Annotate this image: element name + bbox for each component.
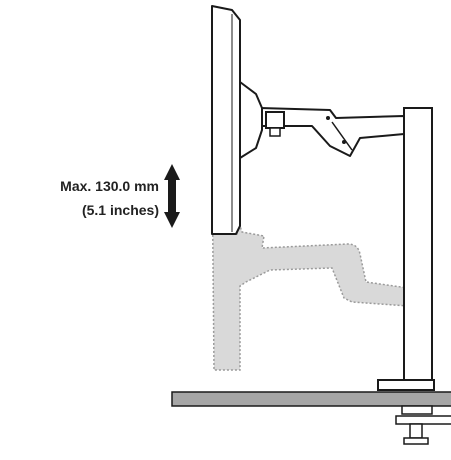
max-height-text: Max. 130.0 mm xyxy=(60,178,159,194)
inches-text: (5.1 inches) xyxy=(81,202,159,218)
monitor-arm xyxy=(259,107,405,157)
desk-clamp xyxy=(395,405,451,445)
desk xyxy=(171,391,451,407)
height-range-label: Max. 130.0 mm (5.1 inches) xyxy=(60,174,159,222)
double-vertical-arrow-icon xyxy=(164,164,180,228)
stand-column xyxy=(377,107,435,391)
ghost-lowered-monitor xyxy=(211,145,409,371)
monitor xyxy=(211,5,263,235)
